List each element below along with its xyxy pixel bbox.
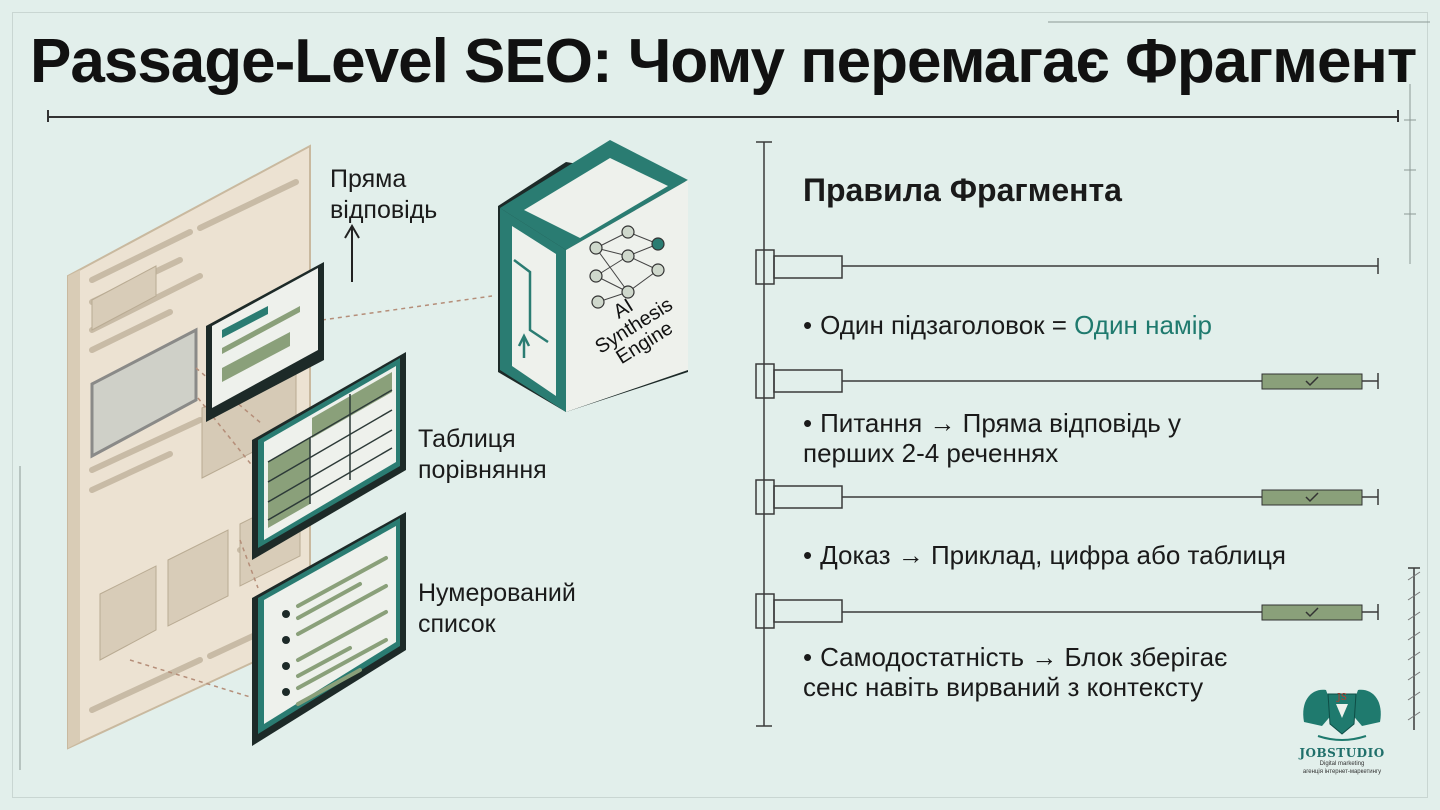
jobstudio-emblem-icon: JS	[1303, 689, 1381, 741]
rule-text-line2: перших 2-4 реченнях	[803, 438, 1059, 468]
rule-text-line1: Самодостатність → Блок зберігає	[820, 642, 1228, 672]
logo-brand: JOBSTUDIO	[1299, 746, 1385, 760]
rule-text: Один підзаголовок =	[820, 310, 1075, 340]
direct-answer-card	[206, 262, 324, 422]
check-bars	[1261, 373, 1363, 621]
rule-text: Доказ → Приклад, цифра або таблиця	[820, 540, 1286, 570]
rule-item-1: •Один підзаголовок = Один намір	[803, 310, 1373, 340]
ai-synthesis-engine-cube	[498, 140, 688, 412]
rules-heading: Правила Фрагмента	[803, 172, 1122, 208]
rule-accent: Один намір	[1074, 310, 1213, 340]
svg-text:JS: JS	[1336, 693, 1347, 703]
rule-item-3: •Доказ → Приклад, цифра або таблиця	[803, 540, 1373, 570]
rule-text-line2: сенс навіть вирваний з контексту	[803, 672, 1204, 702]
label-numbered-list: Нумерований список	[418, 579, 576, 638]
label-direct-answer: Пряма відповідь	[330, 165, 438, 224]
rule-text-line1: Питання → Пряма відповідь у	[820, 408, 1181, 438]
bullet: •	[803, 540, 813, 570]
comparison-table-card	[252, 352, 406, 560]
rule-item-4: •Самодостатність → Блок зберігає сенс на…	[803, 642, 1373, 702]
rule-item-2: •Питання → Пряма відповідь у перших 2-4 …	[803, 408, 1373, 468]
label-comparison-table: Таблиця порівняння	[418, 425, 547, 484]
bullet: •	[803, 408, 813, 438]
jobstudio-logo: JOBSTUDIO Digital marketing агенція інте…	[1292, 744, 1392, 784]
bullet: •	[803, 310, 813, 340]
title-underline	[48, 116, 1398, 118]
numbered-list-card	[252, 512, 406, 746]
page-frame	[12, 12, 1428, 798]
page-title: Passage-Level SEO: Чому перемагає Фрагме…	[30, 27, 1417, 96]
logo-tagline-1: Digital marketing	[1319, 761, 1365, 767]
logo-tagline-2: агенція інтернет-маркетингу	[1302, 769, 1382, 775]
bullet: •	[803, 642, 813, 672]
